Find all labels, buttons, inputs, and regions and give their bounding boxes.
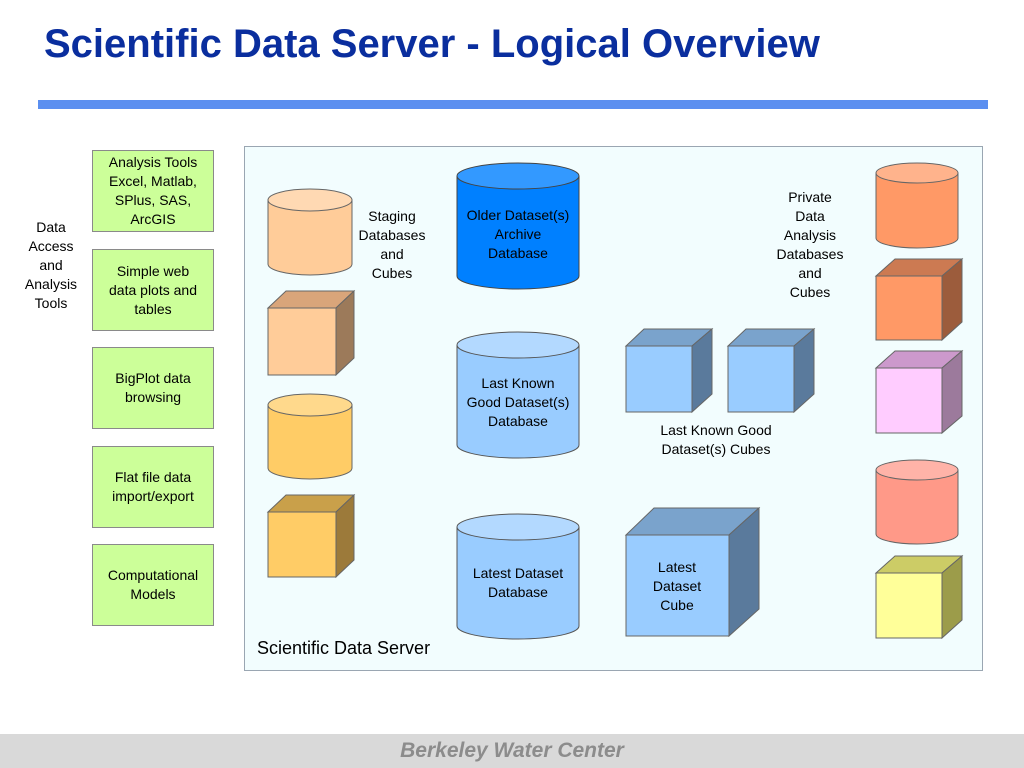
last-known-good-cube-1: [624, 327, 714, 414]
latest-cube-label: Latest Dataset Cube: [652, 559, 702, 613]
staging-database-cylinder-2: [267, 393, 353, 480]
tool-box-flat-file: Flat file data import/export: [92, 446, 214, 528]
data-access-label: Data Access and Analysis Tools: [14, 218, 88, 313]
scientific-data-server-panel: [244, 146, 983, 671]
latest-dataset-cube: [624, 506, 761, 638]
private-cube-1: [874, 257, 964, 342]
title-underline: [38, 100, 988, 109]
tool-label: Analysis Tools Excel, Matlab, SPlus, SAS…: [108, 154, 198, 227]
tool-box-simple-web: Simple web data plots and tables: [92, 249, 214, 331]
tool-box-computational-models: Computational Models: [92, 544, 214, 626]
tool-box-analysis-tools: Analysis Tools Excel, Matlab, SPlus, SAS…: [92, 150, 214, 232]
staging-database-cylinder-1: [267, 188, 353, 276]
tool-label: BigPlot data browsing: [115, 370, 191, 405]
staging-label: Staging Databases and Cubes: [358, 208, 426, 281]
last-known-good-cubes-label: Last Known Good Dataset(s) Cubes: [660, 422, 772, 457]
private-cube-2: [874, 349, 964, 435]
tool-label: Computational Models: [107, 567, 199, 602]
page-title: Scientific Data Server - Logical Overvie…: [44, 22, 820, 66]
older-archive-database-label: Older Dataset(s) Archive Database: [466, 207, 570, 261]
private-databases-label: Private Data Analysis Databases and Cube…: [776, 189, 844, 300]
footer-text: Berkeley Water Center: [400, 739, 624, 762]
tool-label: Flat file data import/export: [112, 469, 194, 504]
private-cube-3: [874, 554, 964, 640]
data-access-text: Data Access and Analysis Tools: [24, 219, 78, 311]
private-database-cylinder-1: [875, 162, 959, 249]
latest-database-cylinder: [456, 513, 580, 640]
tool-label: Simple web data plots and tables: [109, 262, 197, 317]
footer-bar: Berkeley Water Center: [0, 734, 1024, 768]
server-label: Scientific Data Server: [257, 638, 431, 658]
latest-database-label: Latest Dataset Database: [472, 565, 564, 600]
last-known-good-database-cylinder: [456, 331, 580, 459]
staging-cube-1: [266, 289, 356, 377]
last-known-good-cube-2: [726, 327, 816, 414]
private-database-cylinder-2: [875, 459, 959, 545]
older-archive-database-cylinder: [456, 162, 580, 290]
staging-cube-2: [266, 493, 356, 579]
tool-box-bigplot: BigPlot data browsing: [92, 347, 214, 429]
last-known-good-database-label: Last Known Good Dataset(s) Database: [466, 375, 570, 429]
